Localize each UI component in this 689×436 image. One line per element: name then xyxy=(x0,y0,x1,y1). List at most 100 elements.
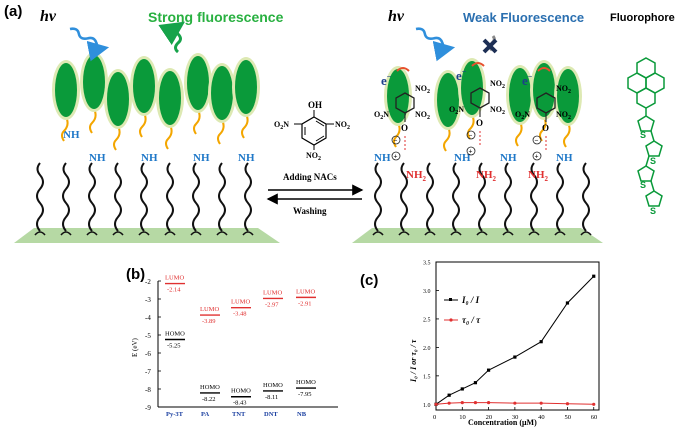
right-fluorophores xyxy=(384,58,582,130)
series-1-point-5 xyxy=(513,401,517,405)
panel-c-ytick-label-0: 1.0 xyxy=(423,403,431,409)
panel-c-y-ticks: 1.01.52.02.53.03.5 xyxy=(423,261,439,409)
left-chain-7 xyxy=(218,162,226,232)
lumo-value-1: -3.89 xyxy=(202,318,216,325)
homo-word-0: HOMO xyxy=(165,331,185,338)
legend-tau0-tau: τ₀ / τ xyxy=(462,315,481,325)
nac-no2-right-0: NO2 xyxy=(415,110,430,121)
right-nh-label-0: NH xyxy=(374,152,391,164)
series-1-point-8 xyxy=(592,402,596,406)
fluorophore-sulfur-labels: S S S S xyxy=(640,130,656,216)
left-chain-2-anchor xyxy=(86,231,98,236)
right-chains xyxy=(372,162,592,236)
panel-c-ytick-label-2: 2.0 xyxy=(423,346,431,352)
right-chain-3-anchor xyxy=(450,231,462,236)
right-chain-3 xyxy=(452,162,460,232)
emission-arrow-left xyxy=(158,21,185,54)
hv-right-label: hν xyxy=(388,8,405,25)
left-chains xyxy=(34,162,254,236)
panel-a-label: (a) xyxy=(4,3,22,20)
electron-transfer-label-2: e− xyxy=(522,72,533,88)
panel-c-xlabel: Concentration (μM) xyxy=(468,418,537,427)
right-substrate xyxy=(352,228,603,243)
picric-o2n-left: O2N xyxy=(274,120,289,131)
left-linker-3 xyxy=(139,112,147,138)
svg-text:S: S xyxy=(640,130,646,140)
nac-phenoxide-1: O xyxy=(476,118,483,128)
series-1-point-3 xyxy=(473,401,478,405)
legend-i0-i: I₀ / I xyxy=(461,295,480,305)
lumo-word-2: LUMO xyxy=(231,299,250,306)
left-chain-4 xyxy=(140,162,148,232)
panel-c-xtick-label-2: 20 xyxy=(486,414,493,421)
svg-text:S: S xyxy=(650,206,656,216)
series-0-point-1 xyxy=(447,393,451,397)
nac-no2-right-1: NO2 xyxy=(490,105,505,116)
homo-word-2: HOMO xyxy=(231,388,251,395)
homo-word-4: HOMO xyxy=(296,379,316,386)
incident-light-arrow-right xyxy=(415,27,456,62)
right-chain-0-anchor xyxy=(372,231,384,236)
left-chain-4-anchor xyxy=(138,231,150,236)
panel-c: (c) I₀ / I or τ₀ / τ Concentration (μM) … xyxy=(360,261,600,427)
panel-b-category-3: DNT xyxy=(264,411,278,418)
picric-no2-right: NO2 xyxy=(335,120,350,131)
left-linker-2 xyxy=(113,125,121,151)
left-fluorophore-3 xyxy=(133,59,155,113)
left-chain-5-anchor xyxy=(164,231,176,236)
electron-transfer-label-0: e− xyxy=(381,72,392,88)
right-nh2-label-3: NH2 xyxy=(476,169,497,183)
svg-text:+: + xyxy=(535,153,539,161)
panel-c-xtick-label-6: 60 xyxy=(591,414,598,421)
panel-c-xtick-label-0: 0 xyxy=(433,414,436,421)
right-nh2-label-1: NH2 xyxy=(406,169,427,183)
panel-c-label: (c) xyxy=(360,272,378,289)
picric-double-bond-1 xyxy=(315,120,325,127)
left-nh-label-0: NH xyxy=(63,129,80,141)
series-1-point-4 xyxy=(486,401,491,405)
homo-value-3: -8.11 xyxy=(265,394,278,401)
right-nh-label-6: NH xyxy=(556,152,573,164)
right-chain-4 xyxy=(478,162,486,232)
right-fluorophore-3 xyxy=(509,68,531,122)
panel-b-ytick-label-4: -6 xyxy=(145,350,151,358)
panel-c-plot-frame xyxy=(435,261,600,411)
right-chain-5-anchor xyxy=(502,231,514,236)
nac-minus-charge-0 xyxy=(391,135,401,145)
right-fluorophore-5 xyxy=(557,69,579,123)
left-fluorophore-7 xyxy=(235,60,257,114)
left-chain-5 xyxy=(166,162,174,232)
panel-c-xtick-label-3: 30 xyxy=(512,414,519,421)
nac-o2n-left-0: O2N xyxy=(374,110,389,121)
center-reaction: OH O2N NO2 NO2 Adding NACs Washing xyxy=(266,100,364,216)
nac-plus-charge-0 xyxy=(391,151,401,161)
right-chain-7-anchor xyxy=(554,231,566,236)
right-fluorophore-4 xyxy=(533,63,555,117)
left-linker-7 xyxy=(241,113,249,139)
right-fluorophore-0 xyxy=(387,69,409,123)
right-fluorophore-2 xyxy=(461,61,483,115)
lumo-word-0: LUMO xyxy=(165,275,184,282)
panel-b: (b) E (eV) -2-3-4-5-6-7-8-9 LUMO-2.14HOM… xyxy=(126,266,338,418)
right-fluorophore-1 xyxy=(437,73,459,127)
nac-plus-charge-1 xyxy=(466,146,476,156)
left-substrate xyxy=(14,228,280,243)
washing-text: Washing xyxy=(293,206,327,216)
left-nh-label-4: NH xyxy=(238,152,255,164)
adding-nacs-text: Adding NACs xyxy=(283,172,337,182)
nac-o2n-left-2: O2N xyxy=(515,110,530,121)
electron-transfer-label-1: e− xyxy=(456,67,467,83)
left-fluorophore-0 xyxy=(55,63,77,117)
right-linker-2 xyxy=(467,114,475,140)
svg-text:−: − xyxy=(469,132,473,140)
homo-value-1: -8.22 xyxy=(202,396,216,403)
right-linker-5 xyxy=(563,122,571,148)
panel-c-xtick-label-1: 10 xyxy=(459,414,466,421)
right-nh-label-4: NH xyxy=(500,152,517,164)
homo-value-2: -8.43 xyxy=(233,400,247,407)
